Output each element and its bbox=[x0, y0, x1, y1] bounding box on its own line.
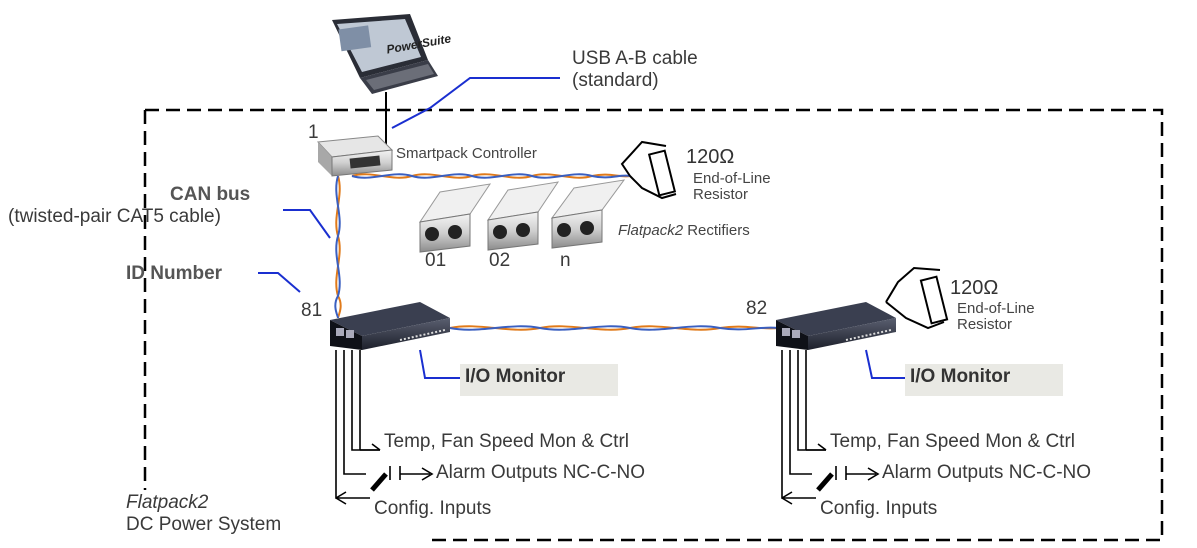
can-bus-title: CAN bus bbox=[170, 184, 251, 205]
usb-cable-label: USB A-B cable (standard) bbox=[572, 48, 698, 92]
resistor-top-icon bbox=[620, 140, 677, 200]
rectifier-01-icon bbox=[418, 183, 492, 253]
io-right-label: I/O Monitor bbox=[905, 364, 1063, 396]
resistor-top-label: End-of-Line Resistor bbox=[693, 171, 771, 203]
io-left-temp: Temp, Fan Speed Mon & Ctrl bbox=[384, 431, 629, 452]
can-bus-vertical bbox=[334, 175, 342, 319]
resistor-right-line2: Resistor bbox=[957, 316, 1013, 333]
resistor-top-line2: Resistor bbox=[693, 186, 749, 203]
resistor-right-icon bbox=[885, 266, 949, 330]
usb-cable-line1: USB A-B cable bbox=[572, 48, 698, 69]
io-monitor-81-icon bbox=[330, 302, 450, 350]
resistor-top-value: 120Ω bbox=[686, 146, 735, 168]
io-left-id: 81 bbox=[301, 300, 323, 321]
controller-id: 1 bbox=[308, 122, 319, 143]
rectifier-02-id: 02 bbox=[489, 250, 511, 271]
resistor-right-label: End-of-Line Resistor bbox=[957, 301, 1035, 333]
system-label: Flatpack2 DC Power System bbox=[126, 492, 281, 536]
io-right-temp: Temp, Fan Speed Mon & Ctrl bbox=[830, 431, 1075, 452]
resistor-top-line1: End-of-Line bbox=[693, 170, 771, 187]
laptop-icon bbox=[332, 14, 438, 94]
smartpack-controller-icon bbox=[316, 135, 394, 177]
system-name: DC Power System bbox=[126, 514, 282, 535]
rectifiers-text: Rectifiers bbox=[687, 222, 750, 239]
id-number-title: ID Number bbox=[126, 263, 223, 284]
io-monitor-82-icon bbox=[776, 302, 896, 350]
can-bus-top bbox=[351, 173, 631, 179]
io-left-alarm: Alarm Outputs NC-C-NO bbox=[436, 462, 646, 483]
io-right-leader bbox=[865, 349, 908, 379]
rectifier-n-id: n bbox=[560, 250, 571, 271]
io-right-alarm: Alarm Outputs NC-C-NO bbox=[882, 462, 1092, 483]
rectifiers-label: Flatpack2 Rectifiers bbox=[618, 222, 750, 239]
can-bus-subtitle: (twisted-pair CAT5 cable) bbox=[8, 206, 221, 227]
id-number-leader bbox=[258, 272, 301, 293]
controller-label: Smartpack Controller bbox=[396, 145, 537, 162]
rectifiers-brand: Flatpack2 bbox=[618, 222, 684, 239]
usb-cable-line2: (standard) bbox=[572, 70, 659, 91]
io-81-wiring bbox=[335, 350, 434, 505]
io-left-config: Config. Inputs bbox=[374, 498, 492, 519]
system-brand: Flatpack2 bbox=[126, 492, 209, 513]
rectifier-02-icon bbox=[486, 181, 560, 251]
resistor-right-value: 120Ω bbox=[950, 277, 999, 299]
can-bus-io-link bbox=[449, 325, 779, 331]
io-left-leader bbox=[419, 349, 462, 379]
io-right-id: 82 bbox=[746, 298, 768, 319]
can-bus-leader bbox=[283, 209, 331, 239]
io-right-config: Config. Inputs bbox=[820, 498, 938, 519]
io-82-wiring bbox=[781, 350, 880, 505]
rectifier-n-icon bbox=[550, 179, 626, 249]
resistor-right-line1: End-of-Line bbox=[957, 300, 1035, 317]
io-left-label: I/O Monitor bbox=[460, 364, 618, 396]
rectifier-01-id: 01 bbox=[425, 250, 447, 271]
system-boundary bbox=[145, 108, 1164, 542]
